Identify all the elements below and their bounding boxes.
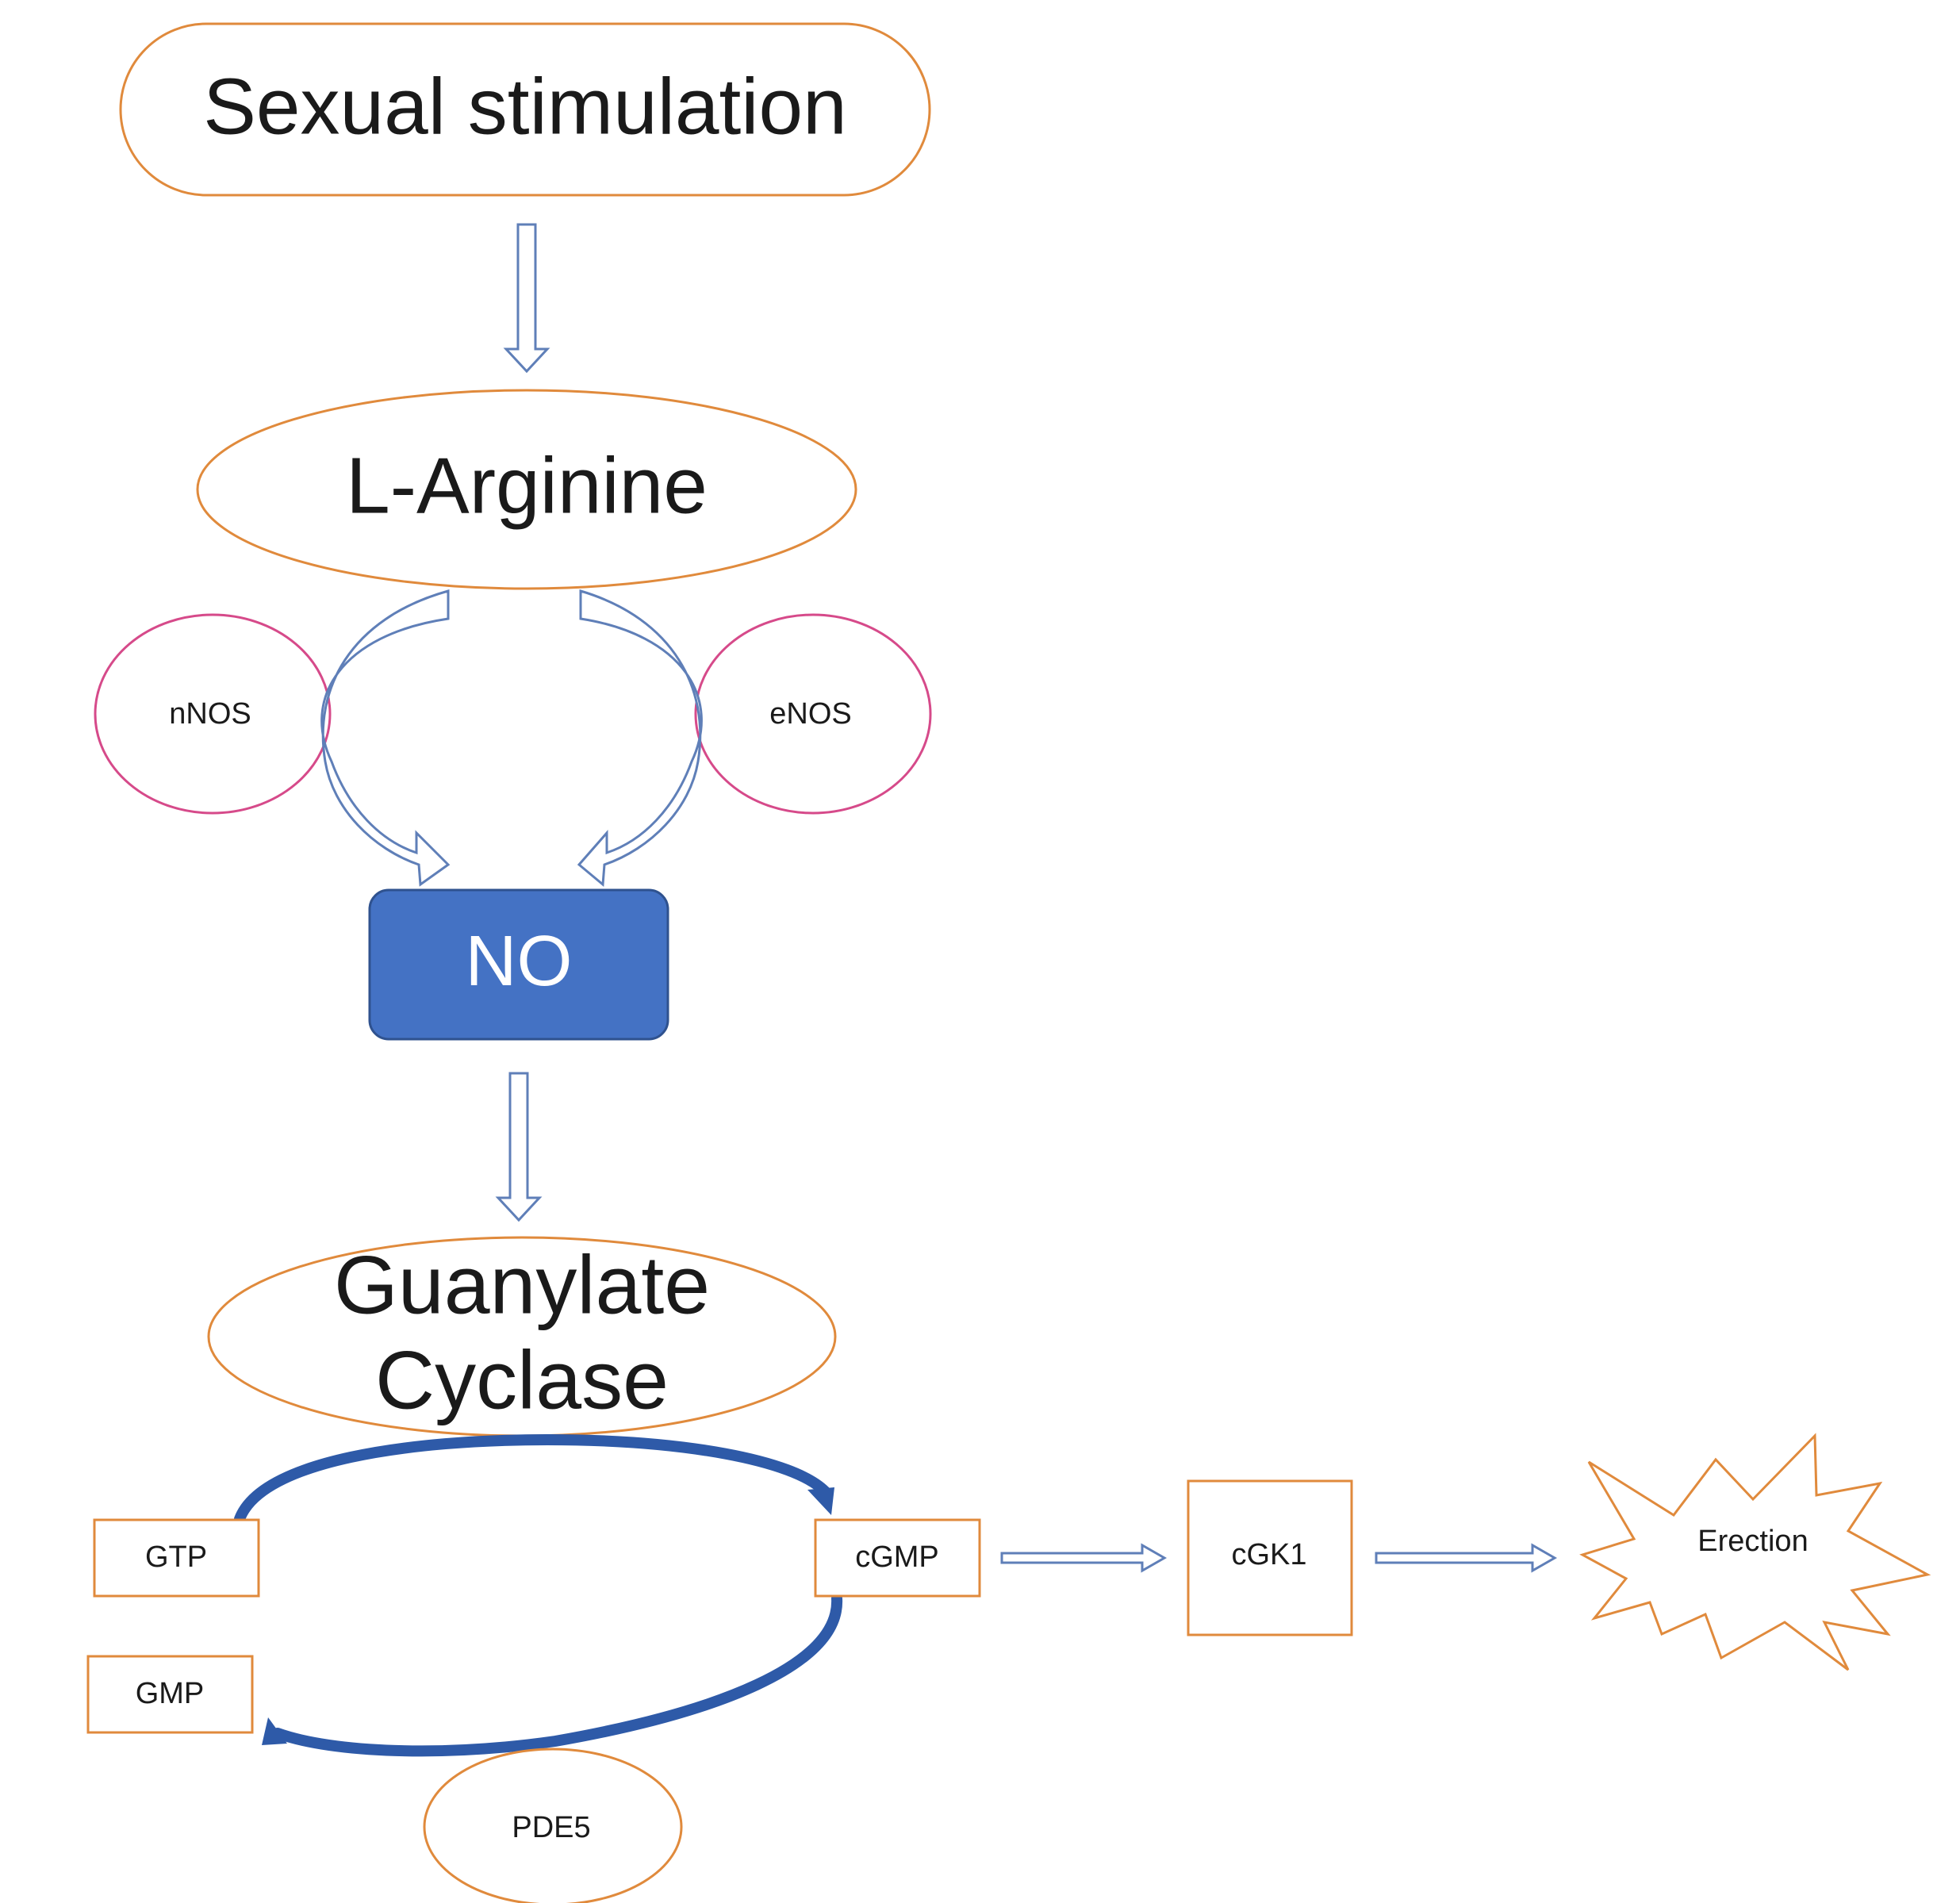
guanylate-cyclase-label-line2: Cyclase: [375, 1334, 669, 1426]
no-node: NO: [368, 888, 669, 1041]
cgk1-node: cGK1: [1187, 1479, 1353, 1636]
right-curved-arrow-icon: [577, 589, 703, 888]
gmp-label: GMP: [136, 1677, 205, 1710]
enos-label: eNOS: [769, 697, 851, 731]
l-arginine-node: L-Arginine: [196, 389, 857, 590]
enos-node: eNOS: [694, 613, 932, 815]
hollow-right-arrow-icon: [1000, 1543, 1168, 1573]
gtp-label: GTP: [145, 1540, 207, 1574]
nnos-label: nNOS: [169, 697, 251, 731]
guanylate-cyclase-label-line1: Guanylate: [334, 1239, 710, 1331]
cgk1-label: cGK1: [1231, 1538, 1306, 1571]
hollow-right-arrow-icon: [1375, 1543, 1558, 1573]
hollow-down-arrow-icon: [495, 1072, 543, 1222]
pde5-label: PDE5: [512, 1811, 590, 1844]
guanylate-cyclase-node: Guanylate Cyclase: [207, 1236, 837, 1437]
left-curved-arrow-icon: [320, 589, 451, 887]
nnos-node: nNOS: [94, 613, 332, 815]
hollow-down-arrow-icon: [503, 223, 550, 374]
cgmp-label: cGMP: [855, 1540, 939, 1574]
starburst-icon: [1579, 1433, 1931, 1671]
sexual-stimulation-label: Sexual stimulation: [203, 62, 847, 151]
no-label: NO: [466, 922, 573, 1001]
cgmp-to-gmp-curved-arrow-icon: [262, 1593, 843, 1757]
sexual-stimulation-node: Sexual stimulation: [119, 22, 931, 197]
pde5-node: PDE5: [423, 1748, 683, 1903]
gtp-to-cgmp-curved-arrow-icon: [234, 1433, 834, 1525]
erection-node: Erection: [1579, 1433, 1931, 1671]
erection-label: Erection: [1697, 1525, 1808, 1558]
l-arginine-label: L-Arginine: [346, 441, 708, 530]
cgmp-node: cGMP: [814, 1518, 981, 1598]
gmp-node: GMP: [86, 1655, 254, 1734]
gtp-node: GTP: [93, 1518, 260, 1598]
